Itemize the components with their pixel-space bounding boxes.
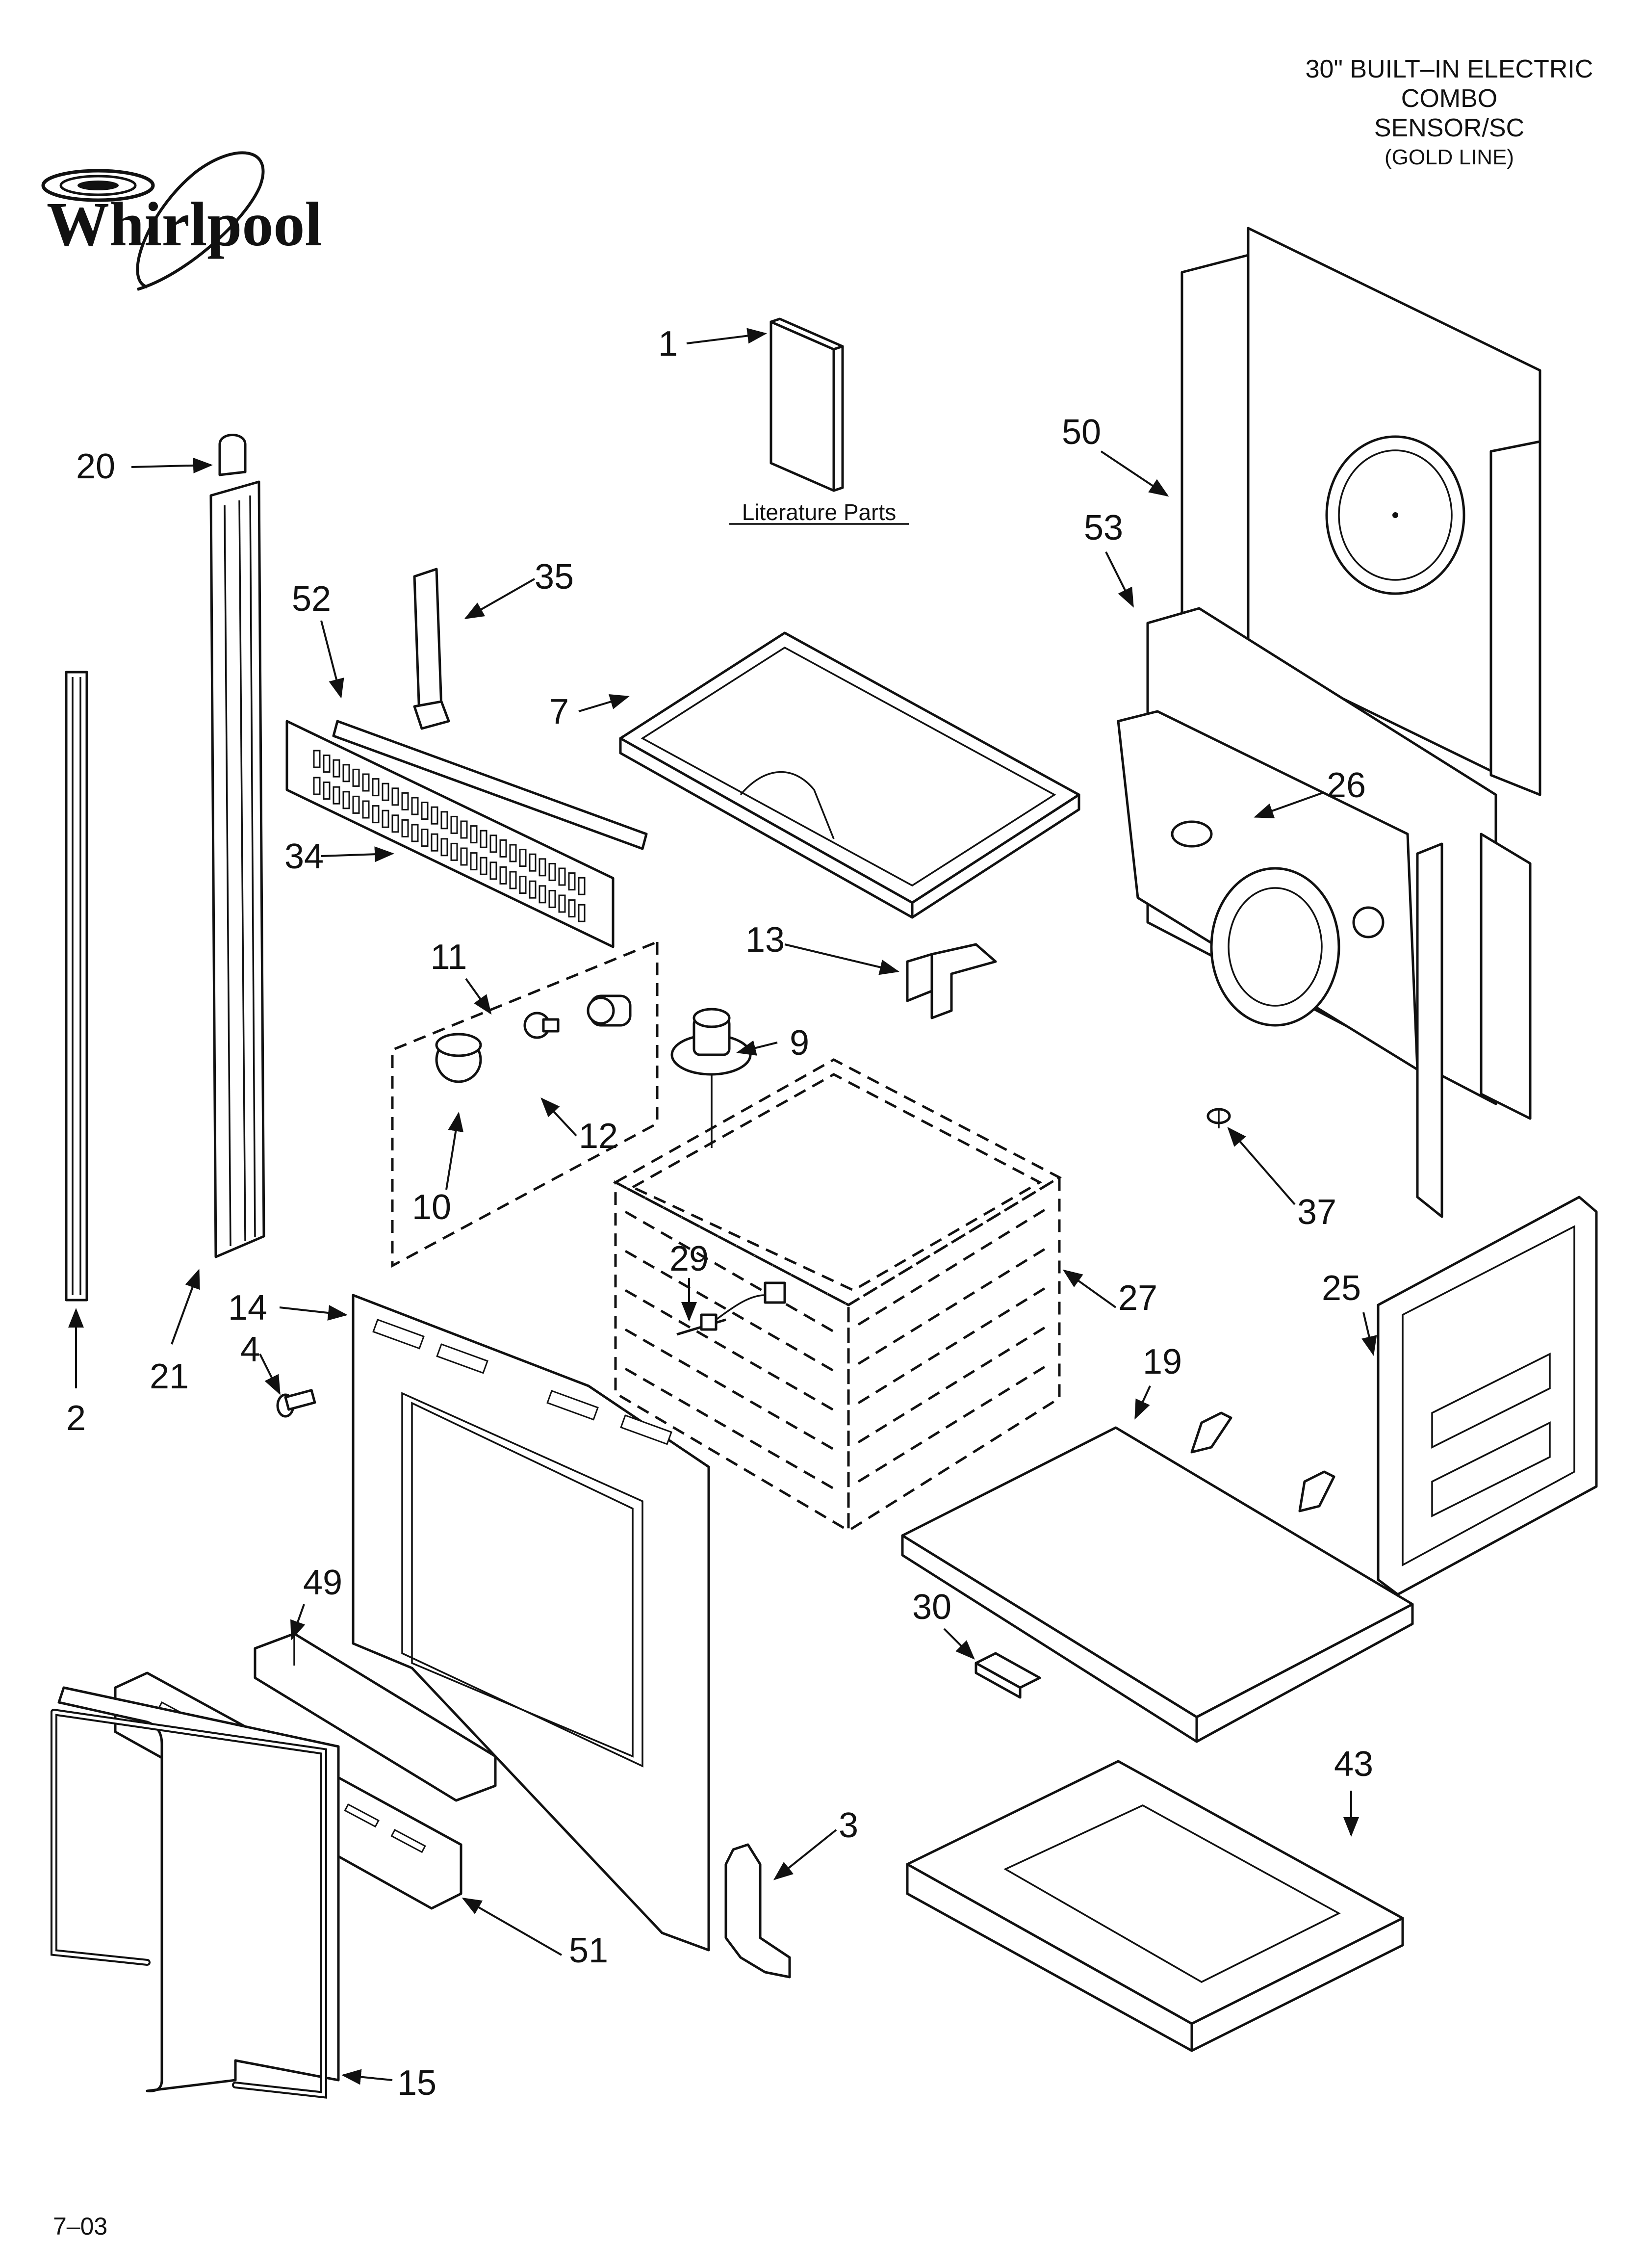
part-door-panel xyxy=(619,631,1080,919)
callout-12: 12 xyxy=(579,1117,618,1156)
callout-52: 52 xyxy=(292,579,331,619)
date-code: 7–03 xyxy=(53,2213,107,2240)
part-probe-wire xyxy=(676,1281,786,1336)
part-clip-bracket xyxy=(906,943,997,1019)
part-clip xyxy=(975,1652,1041,1699)
callout-4: 4 xyxy=(240,1330,260,1369)
part-bottom-panel xyxy=(901,1411,1414,1743)
callout-11: 11 xyxy=(431,938,467,977)
part-light-assembly xyxy=(391,940,659,1268)
title-line-1: 30" BUILT–IN ELECTRIC xyxy=(1306,55,1593,83)
callout-51: 51 xyxy=(569,1931,608,1970)
callout-3: 3 xyxy=(839,1806,858,1845)
part-temperature-sensor xyxy=(670,1008,752,1148)
callout-7: 7 xyxy=(549,692,569,731)
part-screw xyxy=(276,1389,316,1418)
callout-34: 34 xyxy=(284,837,324,876)
callout-35: 35 xyxy=(535,557,574,597)
part-literature: Literature Parts xyxy=(729,317,909,525)
callout-13: 13 xyxy=(745,920,785,960)
part-front-frame xyxy=(352,1294,710,1952)
brand-wordmark: Whirlpool xyxy=(47,189,322,259)
callout-15: 15 xyxy=(397,2063,436,2103)
callout-30: 30 xyxy=(912,1588,951,1627)
callout-14: 14 xyxy=(228,1288,267,1328)
part-back-panel xyxy=(1180,227,1541,796)
callout-2: 2 xyxy=(66,1399,86,1438)
callout-19: 19 xyxy=(1143,1342,1182,1382)
part-oven-cavity xyxy=(613,1058,1062,1533)
part-vent-bracket xyxy=(413,568,450,730)
callout-20: 20 xyxy=(76,447,115,486)
title-block: 30" BUILT–IN ELECTRIC COMBO SENSOR/SC (G… xyxy=(1306,55,1593,169)
title-line-4: (GOLD LINE) xyxy=(1385,145,1514,169)
part-hinge-bracket xyxy=(724,1843,791,1979)
part-side-trim xyxy=(65,671,88,1302)
callout-21: 21 xyxy=(150,1357,189,1396)
whirlpool-logo: Whirlpool xyxy=(41,151,322,291)
part-side-panel xyxy=(1377,1196,1598,1596)
title-line-2: COMBO xyxy=(1401,84,1497,113)
callout-25: 25 xyxy=(1322,1269,1361,1308)
callout-50: 50 xyxy=(1062,413,1101,452)
callout-9: 9 xyxy=(790,1023,809,1063)
callout-37: 37 xyxy=(1297,1193,1336,1232)
title-line-3: SENSOR/SC xyxy=(1374,114,1524,142)
callout-10: 10 xyxy=(412,1188,451,1227)
part-thermostat xyxy=(1206,1108,1231,1128)
part-door-gasket xyxy=(51,1686,340,2099)
part-vent-grille xyxy=(285,720,648,948)
leader-lines xyxy=(68,328,1377,2085)
callout-53: 53 xyxy=(1084,508,1123,547)
part-trim-cap xyxy=(218,434,247,476)
literature-label: Literature Parts xyxy=(742,499,896,525)
callout-26: 26 xyxy=(1327,766,1366,805)
callout-27: 27 xyxy=(1118,1278,1157,1318)
callout-43: 43 xyxy=(1334,1745,1373,1784)
callout-labels: 1 2 3 4 7 9 10 11 12 13 14 15 19 20 21 2… xyxy=(66,324,1373,2103)
part-vertical-trim xyxy=(209,480,265,1258)
part-rear-assembly xyxy=(1117,607,1532,1218)
callout-1: 1 xyxy=(658,324,678,364)
callout-29: 29 xyxy=(669,1239,709,1278)
part-base-tray xyxy=(906,1760,1404,2052)
callout-49: 49 xyxy=(303,1563,342,1602)
